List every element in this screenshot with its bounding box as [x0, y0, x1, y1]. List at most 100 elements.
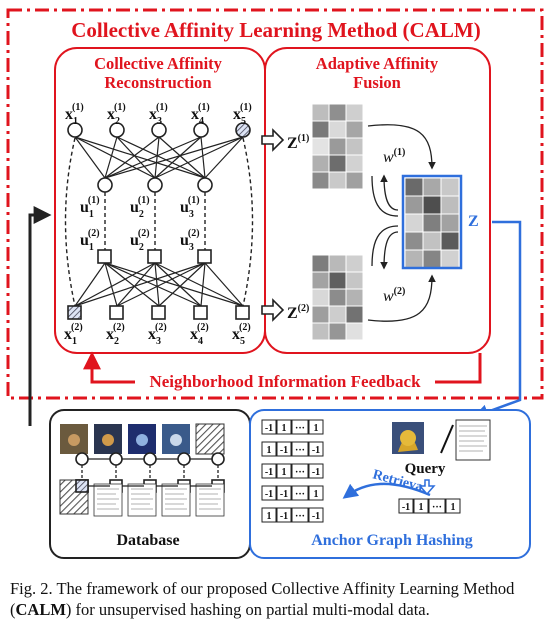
node-x4-2 — [193, 305, 208, 320]
node-u3-1 — [197, 177, 213, 193]
node-x1-2-missing — [67, 305, 82, 320]
matrix-cell — [311, 103, 330, 122]
hash-code-value: -1 — [280, 489, 288, 500]
database-node-circle — [143, 452, 157, 466]
matrix-cell — [328, 137, 347, 156]
u2-label-1: u2(1) — [130, 195, 150, 220]
matrix-cell — [328, 120, 347, 139]
edge-bottom — [154, 262, 202, 307]
retrieval-arrow — [342, 482, 431, 499]
top-circle-nodes — [67, 122, 251, 193]
u3-label-2: u3(2) — [180, 228, 200, 253]
fusion-panel — [264, 47, 491, 354]
hash-code-cell — [291, 419, 309, 435]
edge-bottom — [200, 262, 206, 307]
hash-code-cell — [308, 419, 324, 435]
matrix-cell — [345, 103, 364, 122]
edge-bottom — [74, 262, 106, 307]
arrow-z-to-z1-a — [380, 174, 399, 211]
arrow-z1-to-z — [367, 124, 436, 170]
fused-affinity-matrix-z — [404, 177, 460, 269]
feedback-label: Neighborhood Information Feedback — [149, 372, 421, 391]
matrix-cell — [440, 195, 460, 215]
edge-bottom — [154, 262, 244, 307]
edge-bottom — [104, 262, 202, 307]
database-node-circle — [211, 452, 225, 466]
node-u1-2 — [97, 249, 112, 264]
query-code-value: -1 — [402, 502, 410, 513]
x2-label-1: x1(2) — [64, 322, 83, 347]
node-x2-2 — [109, 305, 124, 320]
affinity-matrix-z2 — [311, 254, 364, 341]
edge-top — [154, 136, 244, 179]
matrix-cell — [404, 177, 424, 197]
matrix-cell — [311, 271, 330, 290]
z-label: Z — [468, 213, 479, 230]
edge-top — [74, 136, 206, 179]
query-divider — [440, 424, 454, 454]
fusion-title-line2: Fusion — [353, 73, 401, 92]
hash-code-cell — [276, 463, 292, 479]
hollow-arrow-z1 — [261, 128, 285, 152]
w2-label: w(2) — [383, 286, 405, 305]
anchor-label: Anchor Graph Hashing — [311, 532, 473, 549]
database-photo-subject — [136, 434, 148, 446]
matrix-cell — [328, 322, 347, 341]
query-code-value: 1 — [419, 502, 424, 513]
arrow-z-to-z2-a — [380, 231, 399, 270]
hash-code-cell — [291, 441, 309, 457]
query-code-cell — [413, 498, 429, 514]
matrix-cell — [345, 305, 364, 324]
matrix-cell — [422, 231, 442, 251]
database-missing-node — [75, 479, 89, 493]
query-code-value: 1 — [451, 502, 456, 513]
calm-framework-diagram: Collective Affinity Learning Method (CAL… — [6, 8, 544, 559]
edge-bottom — [74, 262, 206, 307]
x1-labels: x1(1) x2(1) x3(1) x4(1) x5(1) — [65, 102, 252, 127]
edge-top — [116, 136, 206, 179]
hash-code-cell — [261, 463, 277, 479]
u-labels: u1(1) u2(1) u3(1) u1(2) u2(2) u3(2) — [80, 195, 200, 253]
affinity-matrix-z1 — [311, 103, 364, 190]
hash-code-value: -1 — [312, 511, 320, 522]
edge-bottom — [204, 262, 244, 307]
edge-top — [104, 136, 244, 179]
hash-code-cell — [308, 441, 324, 457]
database-photo-subject — [68, 434, 80, 446]
matrix-cell — [328, 154, 347, 173]
hash-code-cell — [276, 485, 292, 501]
reconstruction-title-line2: Reconstruction — [104, 73, 211, 92]
arrow-z-to-z1-b — [371, 175, 399, 217]
matrix-cell — [422, 249, 442, 269]
hash-code-value: -1 — [265, 467, 273, 478]
matrix-cell — [328, 271, 347, 290]
u3-label-1: u3(1) — [180, 195, 200, 220]
hash-code-cell — [276, 441, 292, 457]
matrix-cell — [328, 288, 347, 307]
query-text-doc — [455, 419, 491, 461]
hash-code-cell — [261, 485, 277, 501]
hash-code-value: 1 — [267, 511, 272, 522]
database-images — [59, 423, 225, 517]
edge-bottom — [74, 262, 156, 307]
matrix-cell — [345, 288, 364, 307]
query-code-cell — [398, 498, 414, 514]
node-x5-1-missing — [235, 122, 251, 138]
square-nodes — [67, 249, 250, 320]
arrow-z2-to-z — [367, 274, 436, 322]
x1-label-2: x2(1) — [107, 102, 126, 127]
matrix-cell — [440, 177, 460, 197]
matrix-cell — [404, 213, 424, 233]
hash-code-cell — [276, 419, 292, 435]
feedback-label-box — [135, 368, 435, 392]
z-to-anchor-arrow — [473, 220, 522, 419]
hollow-arrow-z2 — [261, 298, 285, 322]
x2-labels: x1(2) x2(2) x3(2) x4(2) x5(2) — [64, 322, 251, 347]
hash-code-cell — [261, 419, 277, 435]
dashed-link-left — [64, 137, 76, 307]
x1-label-1: x1(1) — [65, 102, 84, 127]
z1-label: Z(1) — [287, 133, 309, 152]
matrix-cell — [440, 231, 460, 251]
edge-top — [154, 136, 160, 179]
